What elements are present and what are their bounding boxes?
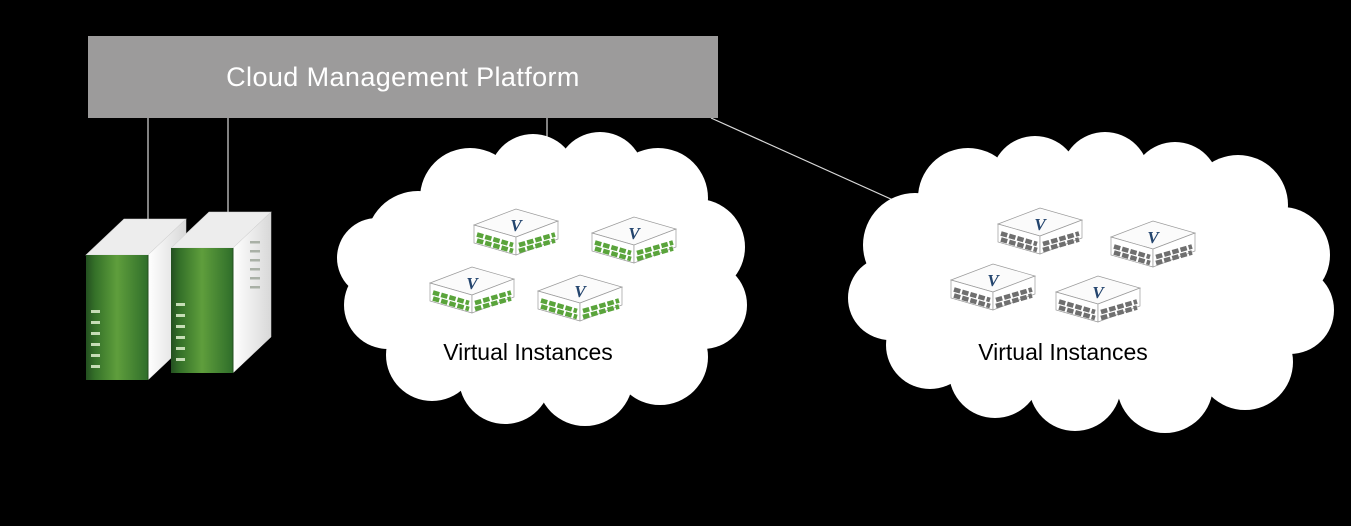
server-tower-1 xyxy=(85,218,187,381)
instance-v-label: V xyxy=(987,271,1000,290)
instance-stripe xyxy=(1113,244,1151,260)
virtual-instance-icon: V xyxy=(428,266,516,314)
server-vents xyxy=(176,241,260,361)
instance-stripe xyxy=(1155,250,1193,266)
virtual-instance-icon: V xyxy=(472,208,560,256)
instance-stripe xyxy=(1000,231,1038,247)
instance-stripe xyxy=(1058,305,1096,321)
instance-stripe xyxy=(474,296,512,312)
instance-stripe xyxy=(1100,299,1138,315)
instance-stripe xyxy=(953,293,991,309)
virtual-instance-icon: V xyxy=(949,263,1037,311)
instance-stripe xyxy=(636,240,674,256)
virtual-instance-icon: V xyxy=(1054,275,1142,323)
instance-stripe xyxy=(476,232,514,248)
instance-stripe xyxy=(582,304,620,320)
left-cloud-label: Virtual Instances xyxy=(443,339,613,365)
instance-stripe xyxy=(474,290,512,306)
instance-stripe xyxy=(476,238,514,254)
instance-stripe xyxy=(518,232,556,248)
instance-v-label: V xyxy=(1092,283,1105,302)
instance-v-label: V xyxy=(510,216,523,235)
cloud-management-platform-box: Cloud Management Platform xyxy=(88,36,718,118)
instance-stripe xyxy=(432,296,470,312)
virtual-instance-icon: V xyxy=(1109,220,1197,268)
connector-platform-to-right-cloud xyxy=(710,117,894,201)
server-vents xyxy=(91,310,100,368)
cloud-management-platform-label: Cloud Management Platform xyxy=(226,61,580,92)
virtual-instance-icon: V xyxy=(536,274,624,322)
instance-stripe xyxy=(594,246,632,262)
instance-stripe xyxy=(636,246,674,262)
instance-stripe xyxy=(1058,299,1096,315)
instance-v-label: V xyxy=(466,274,479,293)
virtual-instance-icon: V xyxy=(996,207,1084,255)
instance-stripe xyxy=(1042,231,1080,247)
instance-stripe xyxy=(1100,305,1138,321)
instance-stripe xyxy=(594,240,632,256)
instance-stripe xyxy=(540,304,578,320)
instance-stripe xyxy=(582,298,620,314)
instance-stripe xyxy=(995,287,1033,303)
right-cloud-label: Virtual Instances xyxy=(978,339,1148,365)
instance-v-label: V xyxy=(628,224,641,243)
instance-stripe xyxy=(1042,237,1080,253)
server-tower-2 xyxy=(170,211,272,374)
instance-stripe xyxy=(953,287,991,303)
instance-stripe xyxy=(995,293,1033,309)
instance-v-label: V xyxy=(1034,215,1047,234)
instance-stripe xyxy=(540,298,578,314)
right-cloud-shape xyxy=(848,132,1334,433)
server-towers-icon xyxy=(85,211,272,381)
instance-v-label: V xyxy=(1147,228,1160,247)
virtual-instance-icon: V xyxy=(590,216,678,264)
instance-stripe xyxy=(1113,250,1151,266)
instance-stripe xyxy=(518,238,556,254)
instance-v-label: V xyxy=(574,282,587,301)
instance-stripe xyxy=(432,290,470,306)
instance-stripe xyxy=(1155,244,1193,260)
instance-stripe xyxy=(1000,237,1038,253)
